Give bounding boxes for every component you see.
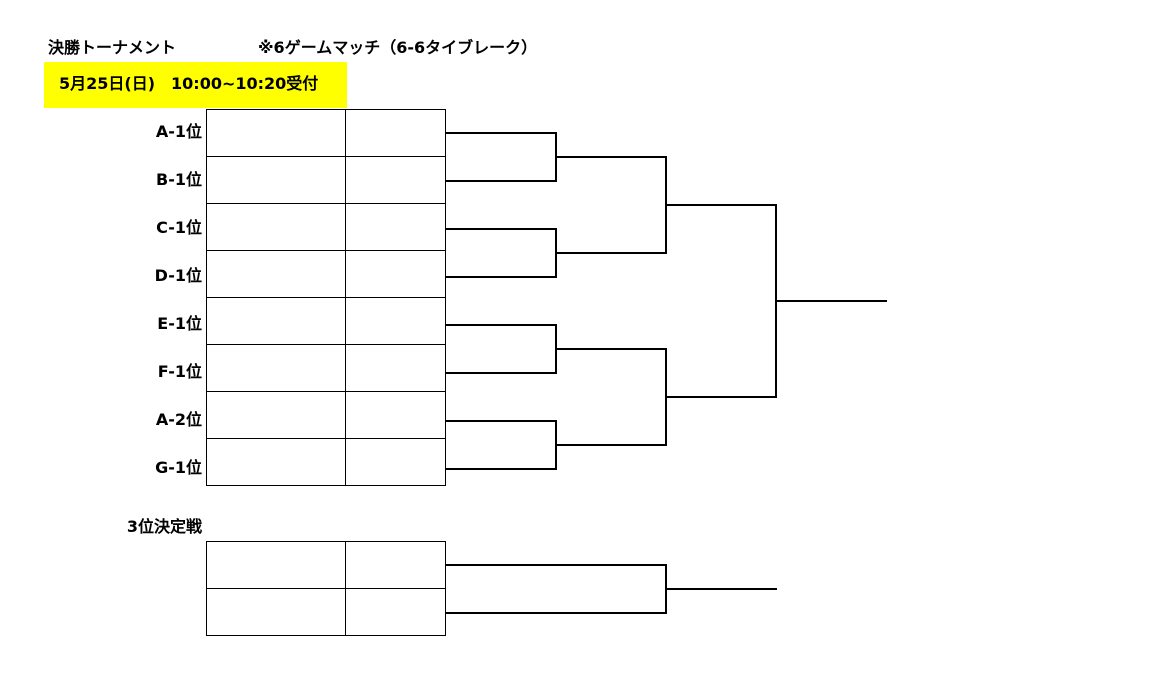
bracket-line-r1-m2 [446,228,557,278]
player-name-cell[interactable] [206,588,346,636]
entry-row-7 [206,391,446,439]
bracket-line-sf1 [555,156,667,254]
bracket-line-r1-m4 [446,420,557,470]
entry-row-4 [206,250,446,298]
player-name-cell[interactable] [206,297,346,345]
entry-row-6 [206,344,446,392]
schedule-text: 5月25日(日) 10:00~10:20受付 [59,74,319,93]
seed-label-2: B-1位 [156,170,202,189]
entry-row-1 [206,109,446,157]
affiliation-cell[interactable] [345,250,446,298]
affiliation-cell[interactable] [345,156,446,204]
seed-label-7: A-2位 [155,410,202,429]
tournament-title: 決勝トーナメント [48,38,177,57]
entry-row-2 [206,156,446,204]
seed-label-1: A-1位 [155,122,202,141]
affiliation-cell[interactable] [345,344,446,392]
bracket-line-third-place [446,564,667,614]
third-place-label: 3位決定戦 [126,517,202,536]
affiliation-cell[interactable] [345,438,446,486]
entry-row-5 [206,297,446,345]
player-name-cell[interactable] [206,541,346,589]
affiliation-cell[interactable] [345,391,446,439]
seed-label-3: C-1位 [156,218,202,237]
affiliation-cell[interactable] [345,588,446,636]
third-place-grid [206,541,446,636]
seed-label-5: E-1位 [157,314,202,333]
entry-row-8 [206,438,446,486]
seed-label-6: F-1位 [157,362,202,381]
bracket-line-r1-m3 [446,324,557,374]
player-name-cell[interactable] [206,109,346,157]
third-place-row-2 [206,588,446,636]
entry-grid [206,109,446,486]
player-name-cell[interactable] [206,344,346,392]
bracket-line-r1-m1 [446,132,557,182]
match-format-note: ※6ゲームマッチ（6-6タイブレーク） [258,38,538,57]
player-name-cell[interactable] [206,391,346,439]
player-name-cell[interactable] [206,438,346,486]
seed-label-8: G-1位 [155,458,202,477]
affiliation-cell[interactable] [345,203,446,251]
third-place-row-1 [206,541,446,589]
affiliation-cell[interactable] [345,109,446,157]
seed-label-4: D-1位 [154,266,202,285]
entry-row-3 [206,203,446,251]
schedule-banner: 5月25日(日) 10:00~10:20受付 [44,62,347,108]
bracket-line-final [665,204,777,398]
bracket-line-sf2 [555,348,667,446]
